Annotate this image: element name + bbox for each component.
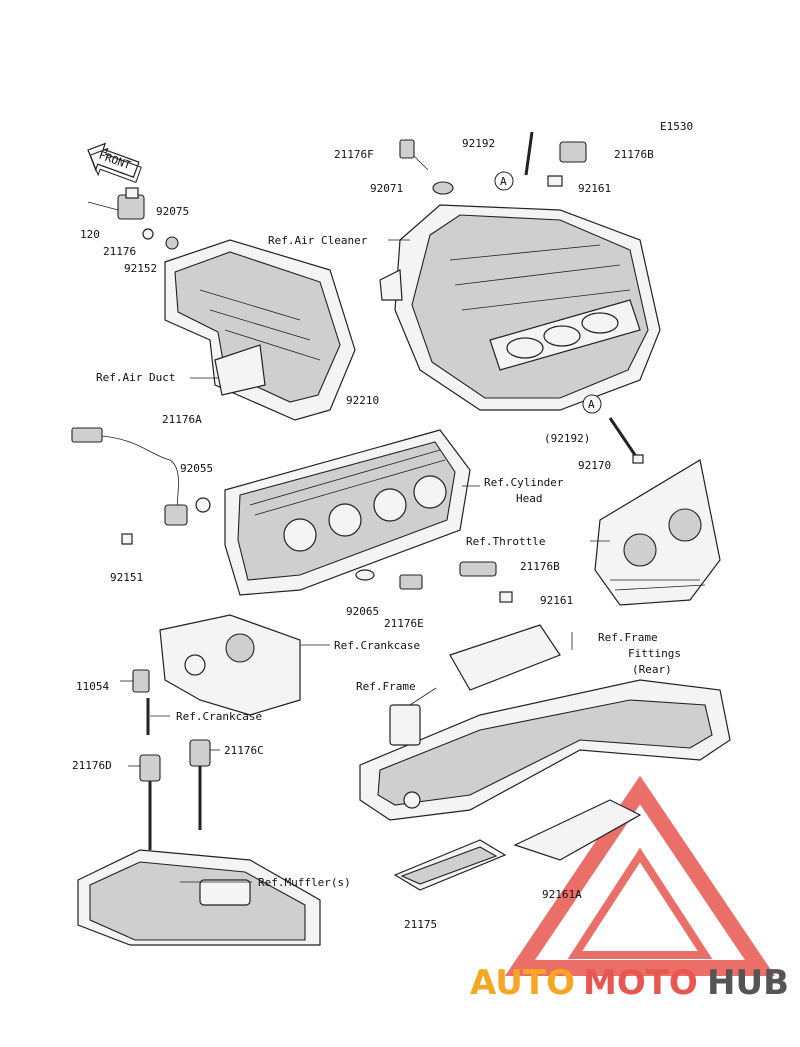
label-92210: 92210 [346,394,379,407]
label-120: 120 [80,228,100,241]
label-92055: 92055 [180,462,213,475]
label-21176C: 21176C [224,744,264,757]
label-ref-crankcase-2: Ref.Crankcase [176,710,262,723]
label-92075: 92075 [156,205,189,218]
sensor-21176B-top [547,141,587,187]
sensor-21176C [189,739,211,830]
diagram-code: E1530 [660,120,693,133]
label-ref-frame-fittings-3: (Rear) [632,663,672,676]
label-92161A: 92161A [542,888,582,901]
circle-a-label-2: A [588,398,595,411]
label-11054: 11054 [76,680,109,693]
sensor-21176 [87,187,179,250]
label-92161-mid: 92161 [540,594,573,607]
label-21176F: 21176F [334,148,374,161]
throttle-body [594,459,721,606]
watermark-auto: AUTO [470,963,575,1003]
label-92071: 92071 [370,182,403,195]
bracket-11054 [132,669,150,735]
grommet-92071 [432,181,454,195]
sensor-21176E [355,569,423,590]
ref-circle-a-mid: A [582,394,602,414]
watermark-text: AUTO MOTO HUB [470,963,789,1003]
circle-a-label: A [500,175,507,188]
label-92161-top: 92161 [578,182,611,195]
sensor-21176B-mid [459,561,513,603]
muffler [77,849,321,946]
label-92151: 92151 [110,571,143,584]
sensor-21176D [139,754,161,850]
sensor-21176F [399,139,429,171]
sensor-21176A [71,427,211,545]
label-ref-air-cleaner: Ref.Air Cleaner [268,234,368,247]
label-21176D: 21176D [72,759,112,772]
frame-fittings-rear [449,624,561,691]
label-92170: 92170 [578,459,611,472]
label-ref-frame-fittings-2: Fittings [628,647,681,660]
pipe-92192-lower [608,417,644,464]
label-ref-air-duct: Ref.Air Duct [96,371,175,384]
label-21176B-top: 21176B [614,148,654,161]
leader-lines [120,239,610,883]
part-21175 [393,839,507,891]
frame [359,679,731,821]
ref-circle-a-top: A [494,171,514,191]
front-arrow-icon [87,142,142,183]
air-cleaner [379,204,661,411]
label-ref-cylinder-head-1: Ref.Cylinder [484,476,564,489]
label-ref-frame: Ref.Frame [356,680,416,693]
ecu-unit [513,799,642,861]
label-92192-paren: (92192) [544,432,590,445]
label-92152: 92152 [124,262,157,275]
air-duct [164,239,356,421]
label-21175: 21175 [404,918,437,931]
crankcase [159,614,301,716]
label-21176A: 21176A [162,413,202,426]
label-ref-muffler: Ref.Muffler(s) [258,876,351,889]
label-21176: 21176 [103,245,136,258]
label-21176B-mid: 21176B [520,560,560,573]
watermark-logo [504,775,776,976]
label-92065: 92065 [346,605,379,618]
cylinder-head [224,429,471,596]
label-21176E: 21176E [384,617,424,630]
watermark-hub: HUB [707,963,789,1003]
label-ref-cylinder-head-2: Head [516,492,543,505]
label-ref-throttle: Ref.Throttle [466,535,545,548]
watermark-moto: MOTO [583,963,698,1003]
pipe-92192 [524,131,534,176]
label-ref-frame-fittings-1: Ref.Frame [598,631,658,644]
label-ref-crankcase-1: Ref.Crankcase [334,639,420,652]
label-92192: 92192 [462,137,495,150]
